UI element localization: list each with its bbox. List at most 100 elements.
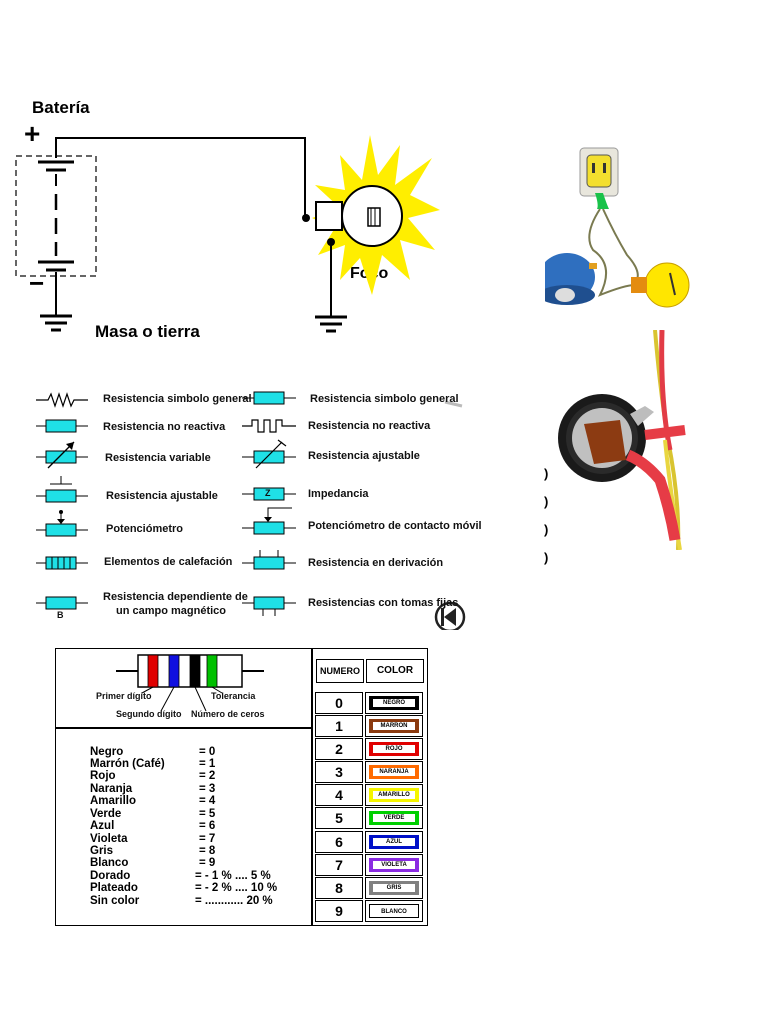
first-digit-label: Primer dígito	[96, 691, 152, 701]
color-swatch: NEGRO	[369, 696, 419, 710]
color-name: VIOLETA	[373, 861, 415, 869]
side-mark: )	[544, 494, 549, 509]
color-name: NARANJA	[373, 768, 415, 776]
resistor-symbols-panel: Resistencia simbolo general Resistencia …	[30, 380, 482, 630]
code-number: 4	[315, 784, 363, 806]
light-bulb-icon	[644, 262, 690, 308]
legend-value: = - 2 % .... 10 %	[195, 882, 278, 894]
legend-value: = 9	[199, 857, 216, 869]
color-swatch-cell: NEGRO	[365, 692, 423, 714]
legend-value: = 7	[199, 833, 216, 845]
color-swatch: AZUL	[369, 835, 419, 849]
side-mark: )	[544, 550, 549, 565]
header-color: COLOR	[366, 659, 424, 683]
symbol-label-left-6: Elementos de calefación	[104, 556, 233, 568]
symbol-label-right-5: Potenciómetro de contacto móvil	[308, 520, 482, 532]
color-swatch-cell: MARRON	[365, 715, 423, 737]
color-swatch-cell: BLANCO	[365, 900, 423, 922]
code-number: 9	[315, 900, 363, 922]
color-swatch-cell: ROJO	[365, 738, 423, 760]
band-first-digit	[147, 654, 159, 688]
symbols-graphics	[36, 391, 466, 630]
legend-name: Gris	[90, 845, 114, 857]
color-swatch-cell: NARANJA	[365, 761, 423, 783]
band-multiplier	[189, 654, 201, 688]
symbol-label-left-7b: un campo magnético	[116, 605, 227, 617]
legend-value: = 8	[199, 845, 216, 857]
band-tolerance	[206, 654, 218, 688]
color-swatch-cell: AZUL	[365, 831, 423, 853]
color-swatch: MARRON	[369, 719, 419, 733]
non-reactive-resistor-icon	[242, 419, 296, 433]
color-swatch: ROJO	[369, 742, 419, 756]
side-marks: ) ) ) )	[544, 466, 548, 578]
side-mark: )	[544, 522, 549, 537]
symbol-label-right-2: Resistencia no reactiva	[308, 420, 431, 432]
impedance-symbol-letter: Z	[265, 488, 271, 498]
plus-sign: +	[24, 118, 41, 149]
color-swatch: BLANCO	[369, 904, 419, 918]
resistor-band-diagram	[116, 654, 264, 712]
color-name: BLANCO	[374, 908, 414, 915]
color-name: NEGRO	[373, 699, 415, 707]
legend-name: Marrón (Café)	[90, 758, 165, 770]
zeros-label: Número de ceros	[191, 709, 265, 719]
symbol-label-right-4: Impedancia	[308, 488, 369, 500]
code-number: 2	[315, 738, 363, 760]
legend-name: Verde	[90, 808, 122, 820]
outlet-potentiometer-illustration	[545, 145, 695, 310]
band-second-digit	[168, 654, 180, 688]
legend-name: Violeta	[90, 833, 128, 845]
potentiometer-photo	[550, 330, 690, 550]
battery-circuit-diagram: Batería + − Foco Masa o tierra	[0, 90, 440, 350]
color-swatch-cell: GRIS	[365, 877, 423, 899]
legend-value: = 6	[199, 820, 216, 832]
tolerance-label: Tolerancia	[211, 691, 256, 701]
legend-value: = 0	[199, 746, 216, 758]
symbol-label-left-3: Resistencia variable	[105, 452, 211, 464]
color-name: AZUL	[373, 838, 415, 846]
legend-value: = 4	[199, 795, 216, 807]
color-swatch: VIOLETA	[369, 858, 419, 872]
color-swatch-cell: VERDE	[365, 807, 423, 829]
legend-name: Sin color	[90, 895, 140, 907]
legend-value: = 5	[199, 808, 216, 820]
legend-value: = ............ 20 %	[195, 895, 273, 907]
legend-name: Negro	[90, 746, 124, 758]
symbol-label-left-4: Resistencia ajustable	[106, 490, 218, 502]
symbol-label-right-6: Resistencia en derivación	[308, 557, 444, 569]
circuit-schematic	[15, 135, 440, 333]
color-swatch-cell: AMARILLO	[365, 784, 423, 806]
color-name: VERDE	[373, 814, 415, 822]
color-swatch: AMARILLO	[369, 788, 419, 802]
legend-value: = 1	[199, 758, 216, 770]
color-swatch: VERDE	[369, 811, 419, 825]
legend-name: Blanco	[90, 857, 129, 869]
code-number: 6	[315, 831, 363, 853]
bulb-glass	[341, 185, 403, 247]
symbol-label-left-1: Resistencia simbolo general	[103, 393, 252, 405]
code-number: 5	[315, 807, 363, 829]
symbol-label-right-1: Resistencia simbolo general	[310, 393, 459, 405]
battery-title: Batería	[32, 98, 90, 117]
legend-name: Naranja	[90, 783, 133, 795]
side-mark: )	[544, 466, 549, 481]
legend-name: Dorado	[90, 870, 131, 882]
color-name: GRIS	[373, 884, 415, 892]
code-number: 7	[315, 854, 363, 876]
symbol-label-right-7: Resistencias con tomas fijas	[308, 597, 459, 609]
ground-label: Masa o tierra	[95, 322, 200, 341]
header-numero: NUMERO	[316, 659, 364, 683]
code-number: 8	[315, 877, 363, 899]
symbol-label-right-3: Resistencia ajustable	[308, 450, 420, 462]
symbol-label-left-5: Potenciómetro	[106, 523, 184, 535]
heating-element-icon	[45, 556, 77, 570]
legend-value: = 2	[199, 770, 216, 782]
magnetic-symbol-letter: B	[57, 610, 64, 620]
color-swatch: GRIS	[369, 881, 419, 895]
color-name: MARRON	[373, 722, 415, 730]
color-swatch: NARANJA	[369, 765, 419, 779]
color-name: ROJO	[373, 745, 415, 753]
second-digit-label: Segundo dígito	[116, 709, 182, 719]
code-number: 3	[315, 761, 363, 783]
